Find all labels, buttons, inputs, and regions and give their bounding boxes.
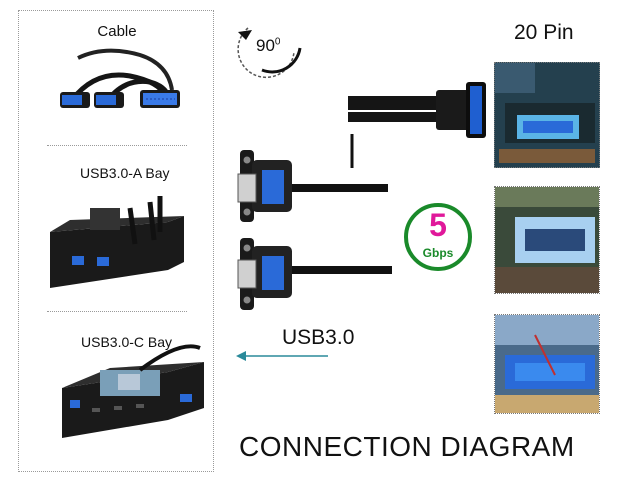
header-pin-label: 20 Pin [514,21,574,44]
speed-unit: Gbps [422,246,454,260]
header-photo-2 [494,186,600,294]
panel-divider [47,311,187,312]
rotation-value: 90 [256,36,275,55]
usb-a-bay-illustration [50,196,184,288]
motherboard-header-image [495,63,599,167]
header-photo-3 [494,314,600,414]
speed-value: 5 [429,207,447,243]
usb-c-bay-illustration [62,344,204,438]
rotation-unit: 0 [274,36,281,48]
rotation-label: 900 [256,36,280,56]
diagram-title: CONNECTION DIAGRAM [239,431,575,462]
motherboard-header-image [495,187,599,293]
panel-usb-port-2 [237,238,292,310]
accessory-panel: Cable USB3.0-A Bay USB3.0-C Bay [18,10,214,472]
header-photo-1 [494,62,600,168]
c-bay-label: USB3.0-C Bay [81,334,173,350]
a-bay-label: USB3.0-A Bay [80,165,170,181]
main-cable [292,82,486,274]
direction-arrow-icon [236,351,328,361]
speed-badge-ring [404,203,472,271]
rotation-arc-icon [237,27,302,79]
cable-label: Cable [97,23,137,40]
panel-usb-port-1 [237,150,292,222]
panel-divider [47,145,187,146]
motherboard-header-image [495,315,599,413]
usb-version-label: USB3.0 [282,326,355,349]
cable-illustration [60,48,180,108]
